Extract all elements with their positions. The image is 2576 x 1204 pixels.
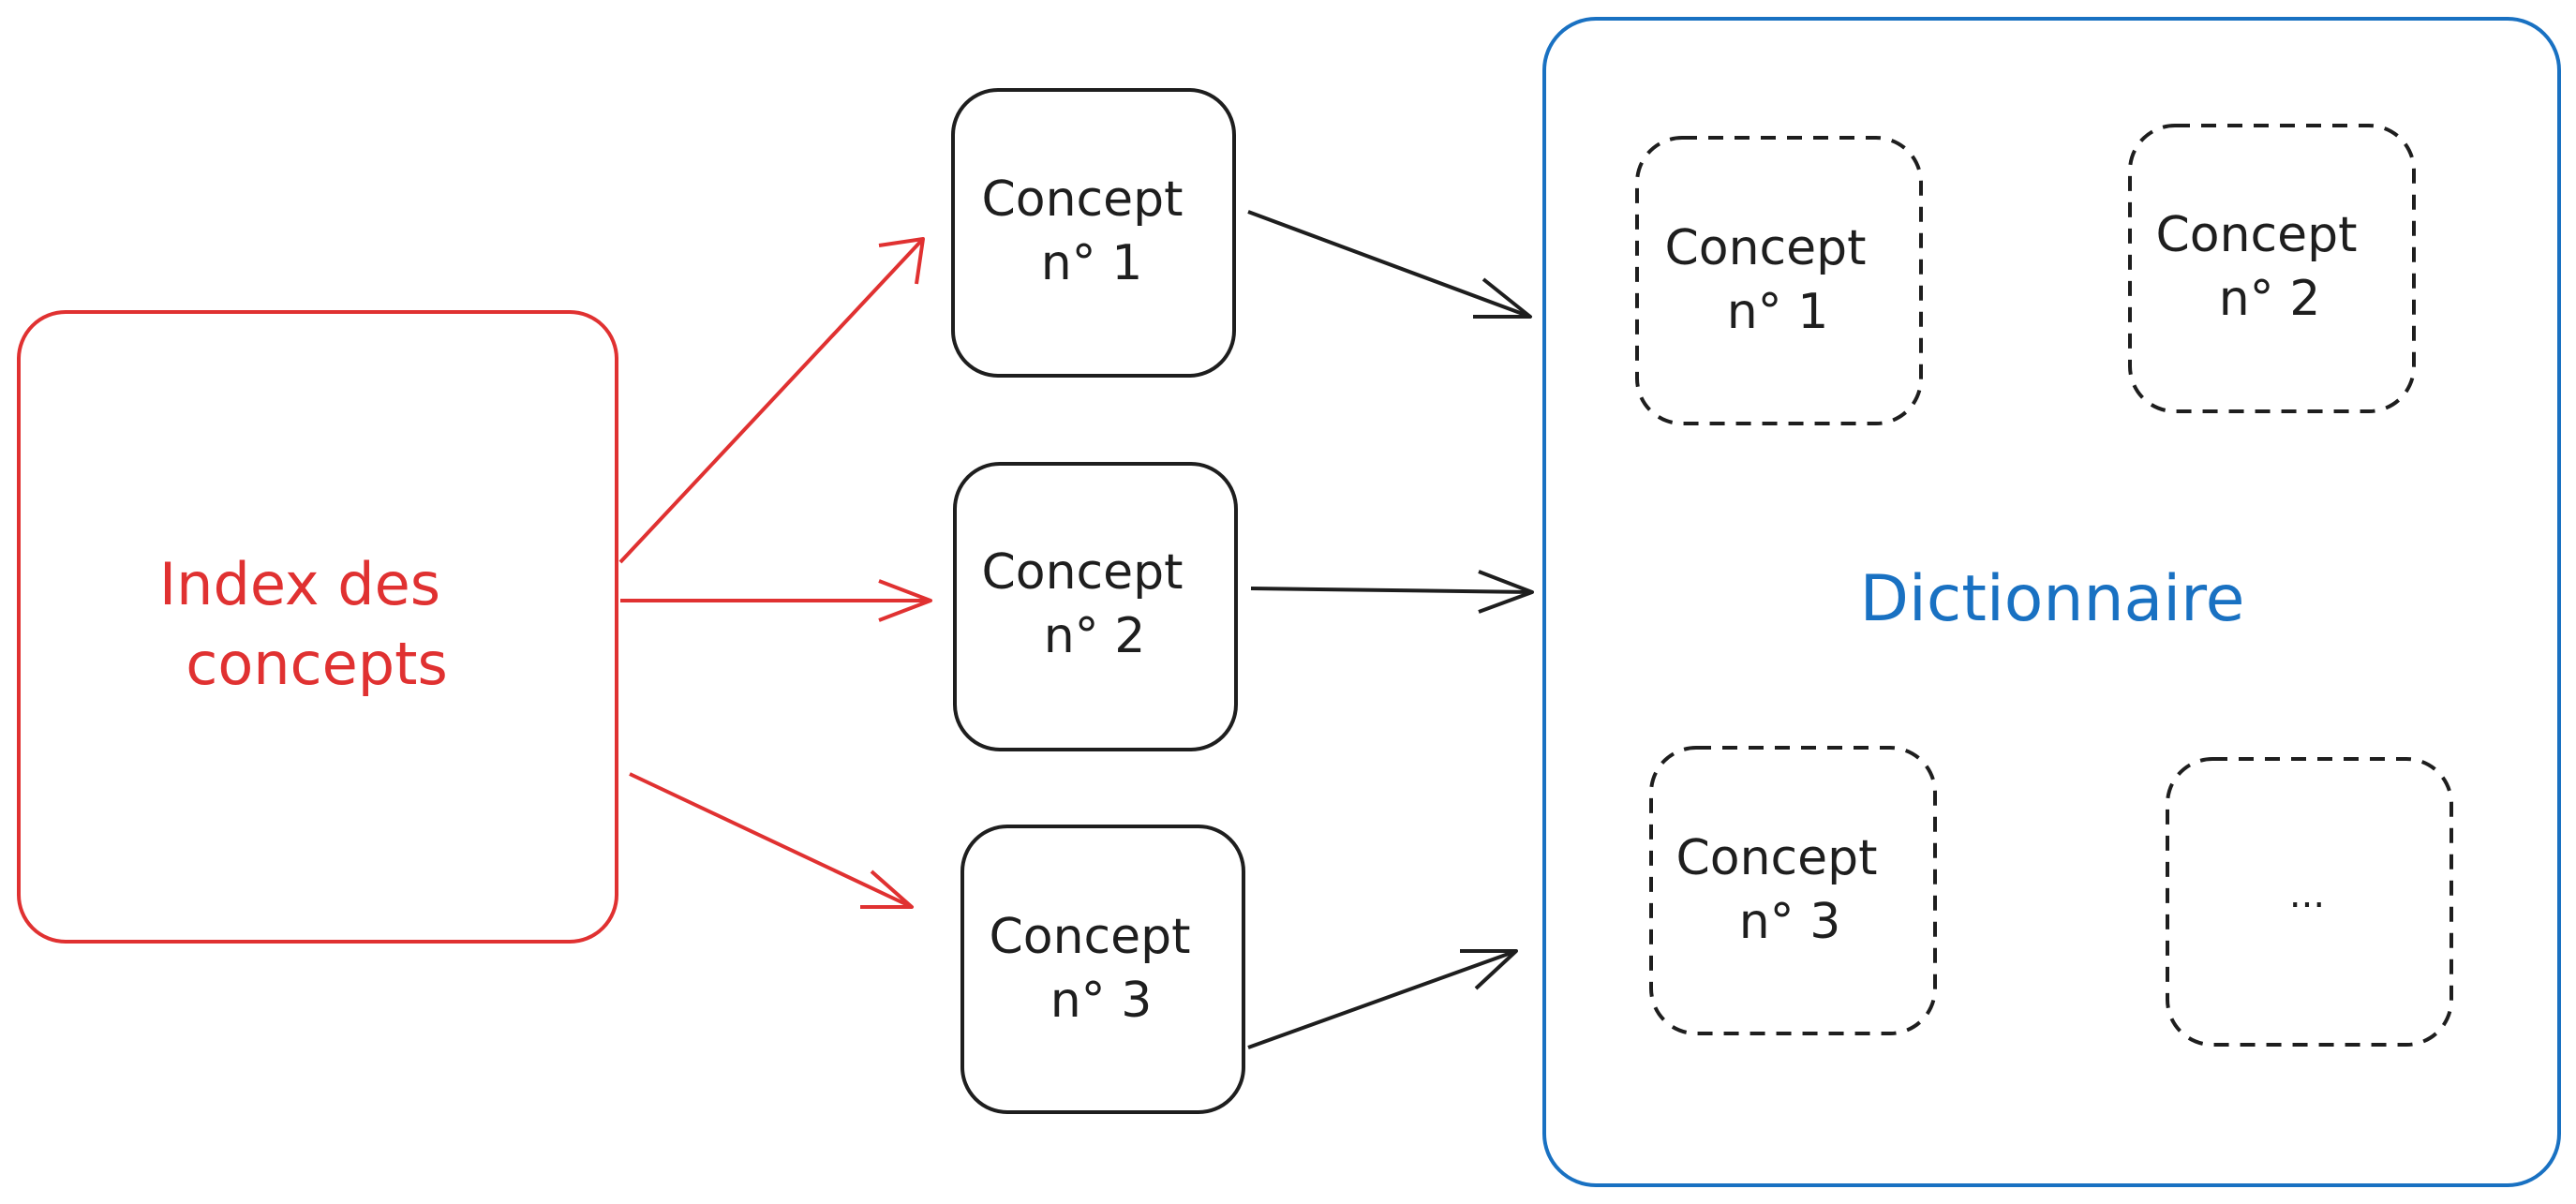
dictionary-node[interactable]: Dictionnaire Concept n° 1 Concept n° 2 C… (1542, 17, 2561, 1187)
index-box (17, 310, 618, 944)
concept-1-to-dictionary-arrow (1247, 210, 1532, 319)
index-label-line1: Index des (159, 550, 440, 618)
dictionary-entry-more[interactable]: ... (2166, 757, 2453, 1047)
concept-box-1 (951, 88, 1236, 378)
dictionary-entry-2[interactable]: Concept n° 2 (2128, 124, 2416, 413)
concept-2-label-line2: n° 2 (1044, 608, 1146, 664)
concept-3-label-line1: Concept (989, 909, 1190, 965)
dictionary-entry-1-box (1635, 136, 1923, 425)
index-to-concept-1-arrow (618, 237, 925, 564)
dictionary-entry-3[interactable]: Concept n° 3 (1649, 746, 1937, 1035)
dictionary-entry-2-label-line1: Concept (2155, 207, 2357, 263)
concept-1-label-line1: Concept (981, 171, 1183, 228)
concept-3-to-dictionary-arrow (1247, 949, 1518, 1049)
concept-2-label-line1: Concept (981, 544, 1183, 601)
dictionary-entry-3-label-line1: Concept (1675, 830, 1877, 886)
dictionary-entry-1[interactable]: Concept n° 1 (1635, 136, 1923, 425)
concept-2-to-dictionary-arrow (1250, 570, 1534, 614)
index-label-line2: concepts (186, 630, 448, 698)
concept-box-3 (960, 825, 1245, 1114)
dictionary-entry-3-label-line2: n° 3 (1739, 894, 1841, 950)
concept-node-3[interactable]: Concept n° 3 (960, 825, 1245, 1114)
dictionary-box (1542, 17, 2561, 1187)
dictionary-entry-1-label-line1: Concept (1664, 220, 1866, 276)
dictionary-entry-2-label-line2: n° 2 (2219, 271, 2321, 327)
concept-box-2 (953, 462, 1238, 751)
dictionary-entry-2-box (2128, 124, 2416, 413)
dictionary-entry-1-label-line2: n° 1 (1727, 284, 1829, 340)
index-to-concept-3-arrow (629, 772, 914, 909)
concept-3-label-line2: n° 3 (1050, 973, 1153, 1029)
dictionary-entry-3-box (1649, 746, 1937, 1035)
dictionary-entry-more-box (2166, 757, 2453, 1047)
index-node[interactable]: Index des concepts (17, 310, 618, 944)
concept-1-label-line2: n° 1 (1041, 235, 1143, 291)
index-to-concept-2-arrow (620, 579, 932, 622)
concept-node-2[interactable]: Concept n° 2 (953, 462, 1238, 751)
concept-node-1[interactable]: Concept n° 1 (951, 88, 1236, 378)
dictionary-title: Dictionnaire (1860, 562, 2245, 636)
dictionary-entry-more-label: ... (2289, 873, 2325, 916)
